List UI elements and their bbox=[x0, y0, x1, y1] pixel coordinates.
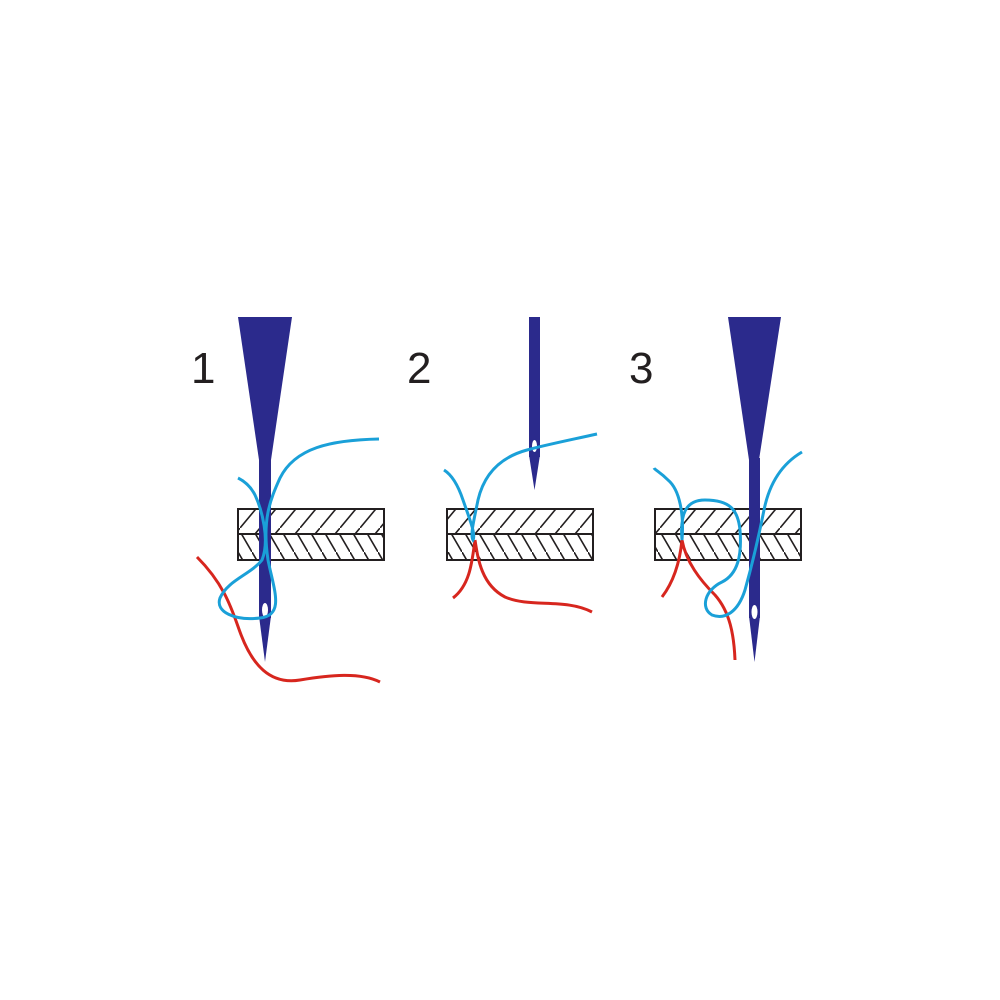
upper-thread bbox=[443, 432, 598, 543]
needle-icon bbox=[529, 317, 540, 490]
upper-thread bbox=[217, 437, 380, 621]
step-2-number: 2 bbox=[407, 344, 431, 393]
step-1-panel: 1 bbox=[191, 317, 385, 684]
step-1-number: 1 bbox=[191, 344, 215, 393]
lower-thread bbox=[660, 539, 737, 661]
fabric-layers bbox=[654, 508, 802, 561]
lower-thread bbox=[452, 539, 593, 614]
needle-icon bbox=[238, 317, 292, 662]
step-2-panel: 2 bbox=[407, 317, 598, 614]
upper-thread bbox=[652, 450, 803, 618]
step-3-number: 3 bbox=[629, 344, 653, 393]
needle-icon bbox=[728, 317, 781, 662]
lower-thread bbox=[195, 555, 381, 684]
step-3-panel: 3 bbox=[629, 317, 803, 662]
